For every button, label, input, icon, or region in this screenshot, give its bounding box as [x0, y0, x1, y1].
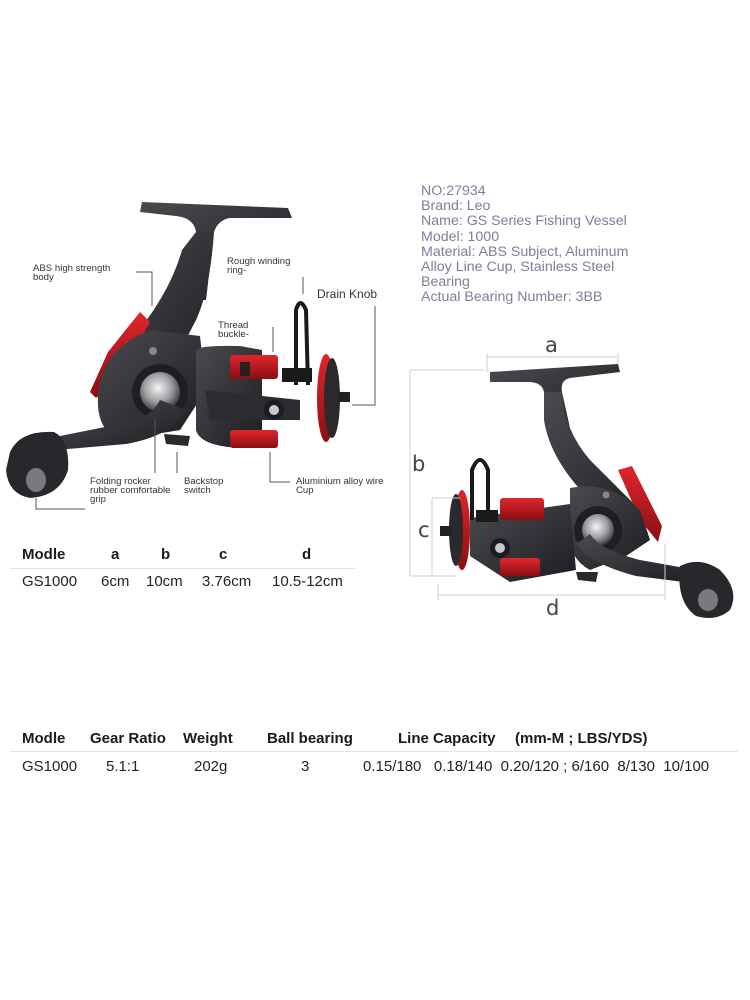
dim-cell-model: GS1000	[22, 573, 78, 590]
callout-rough-winding-ring: Rough winding ring-	[227, 256, 291, 276]
product-spec-block: NO:27934 Brand: Leo Name: GS Series Fish…	[421, 183, 629, 306]
callout-abs-body: ABS high strength body	[33, 263, 111, 283]
spec-header-line-capacity: Line Capacity	[398, 730, 496, 747]
callout-folding-rocker-line3: grip	[90, 493, 106, 505]
callout-wire-cup-line1: Aluminium alloy wire	[296, 476, 384, 487]
dim-cell-a: 6cm	[101, 573, 130, 590]
spec-name: Name: GS Series Fishing Vessel	[421, 213, 627, 230]
callout-thread-buckle: Thread buckle-	[218, 320, 249, 340]
spec-header-ball-bearing: Ball bearing	[267, 730, 353, 747]
spec-brand: Brand: Leo	[421, 198, 491, 215]
dim-cell-c: 3.76cm	[202, 573, 252, 590]
dim-header-c: c	[219, 546, 228, 563]
spec-header-weight: Weight	[183, 730, 233, 747]
callout-backstop-line1: Backstop	[184, 476, 224, 487]
callout-thread-buckle-line1: Thread	[218, 320, 249, 331]
callout-thread-buckle-line2: buckle-	[218, 328, 249, 340]
reel-annotated-image	[6, 202, 376, 510]
dim-table-divider	[10, 568, 356, 569]
callout-wire-cup-line2: Cup	[296, 484, 314, 496]
callout-backstop-switch: Backstop switch	[184, 476, 224, 496]
spec-cell-ball-bearing: 3	[301, 758, 310, 775]
spec-bearing-number: Actual Bearing Number: 3BB	[421, 289, 603, 306]
spec-header-model: Modle	[22, 730, 66, 747]
callout-folding-rocker-line2: rubber comfortable	[90, 484, 171, 496]
callout-folding-rocker: Folding rocker rubber comfortable grip	[90, 476, 171, 505]
callout-abs-body-line2: body	[33, 271, 54, 283]
dim-cell-d: 10.5-12cm	[272, 573, 343, 590]
dimension-label-a: a	[545, 333, 558, 357]
spec-table-divider	[10, 751, 738, 752]
dim-header-b: b	[161, 546, 171, 563]
spec-number: NO:27934	[421, 183, 486, 199]
spec-cell-line-capacity: 0.15/180 0.18/140 0.20/120 ; 6/160 8/130…	[363, 758, 710, 775]
callout-backstop-line2: switch	[184, 484, 211, 496]
spec-material-2: Alloy Line Cup, Stainless Steel	[421, 259, 615, 276]
callout-drain-knob: Drain Knob	[317, 287, 378, 301]
spec-material-3: Bearing	[421, 274, 470, 291]
dimension-label-c: c	[418, 518, 430, 542]
spec-cell-gear-ratio: 5.1:1	[106, 758, 140, 775]
dimension-label-d: d	[546, 596, 560, 620]
spec-model: Model: 1000	[421, 228, 500, 245]
spec-header-units: (mm-M ; LBS/YDS)	[515, 730, 648, 747]
dim-header-model: Modle	[22, 546, 66, 563]
callout-abs-body-line1: ABS high strength	[33, 263, 111, 274]
dim-header-d: d	[302, 546, 312, 563]
dim-header-a: a	[111, 546, 120, 563]
spec-cell-model: GS1000	[22, 758, 78, 775]
callout-rough-winding-line1: Rough winding	[227, 256, 291, 267]
dimension-label-b: b	[412, 452, 426, 476]
spec-cell-weight: 202g	[194, 758, 228, 775]
callout-rough-winding-line2: ring-	[227, 264, 247, 276]
spec-header-gear-ratio: Gear Ratio	[90, 730, 166, 747]
spec-material-1: Material: ABS Subject, Aluminum	[421, 243, 629, 260]
callout-wire-cup: Aluminium alloy wire Cup	[296, 476, 384, 496]
dim-cell-b: 10cm	[146, 573, 183, 590]
reel-dimension-image	[409, 353, 734, 618]
callout-folding-rocker-line1: Folding rocker	[90, 476, 151, 487]
